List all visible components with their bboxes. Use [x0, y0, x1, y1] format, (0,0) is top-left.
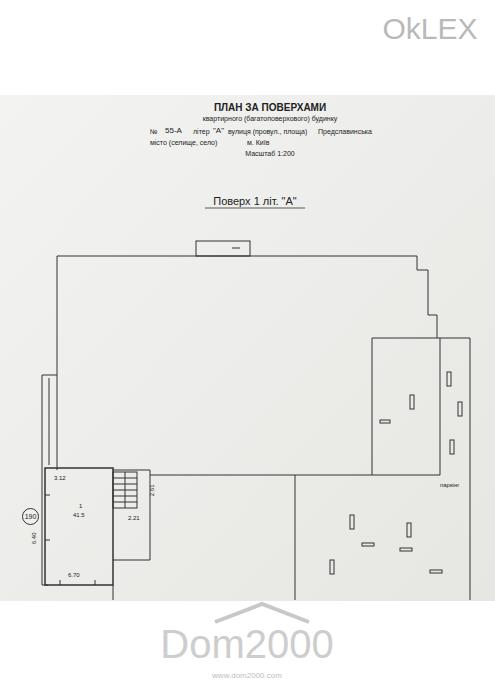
- field-value: Предславинська: [318, 128, 372, 136]
- plan-title: ПЛАН ЗА ПОВЕРХАМИ: [214, 102, 326, 113]
- floor-heading: Поверх 1 літ. "А": [213, 195, 297, 207]
- room-area: 41.5: [73, 512, 85, 519]
- watermark-url: www.dom2000.com: [212, 672, 282, 681]
- dimension: 6.40: [31, 532, 38, 544]
- dimension: 2.21: [128, 515, 140, 522]
- watermark-roof: [215, 604, 309, 622]
- circle-number: 190: [25, 513, 37, 520]
- subtitle: квартирного (багатоповерхового) будинку: [203, 115, 338, 123]
- paper-sheet: [0, 95, 495, 601]
- form-field: вулиця (провул., площа): [228, 128, 307, 136]
- field-value: "А": [213, 127, 224, 136]
- scale-note: Масштаб 1:200: [245, 150, 294, 158]
- dimension: 6.70: [68, 572, 80, 579]
- form-field: місто (селище, село): [150, 139, 217, 147]
- room-name: паркінг: [440, 482, 459, 489]
- watermark: Dom2000: [160, 622, 333, 666]
- title-underline: [205, 208, 305, 209]
- form-field: літер: [193, 128, 210, 136]
- plan-lines: [42, 241, 470, 600]
- room-number: 1: [79, 503, 82, 510]
- form-field: №: [150, 128, 158, 136]
- field-value: 55-А: [165, 127, 182, 136]
- dimension: 2.61: [149, 484, 156, 496]
- grid-circle: 190: [22, 508, 39, 525]
- watermark: OkLEX: [382, 12, 477, 45]
- field-value: м. Київ: [247, 139, 269, 147]
- dimension: 3.12: [54, 475, 66, 482]
